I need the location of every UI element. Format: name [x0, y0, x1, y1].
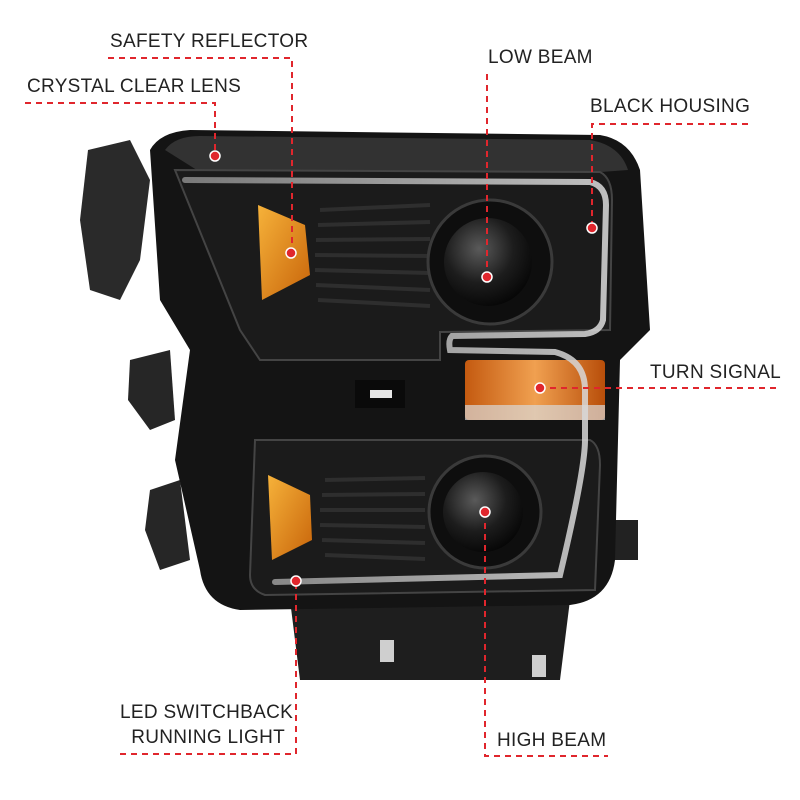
label-led-switchback-running-light: LED SWITCHBACK RUNNING LIGHT	[120, 700, 294, 750]
label-crystal-clear-lens: CRYSTAL CLEAR LENS	[27, 76, 242, 97]
leader-safety-reflector	[108, 57, 293, 252]
leader-high-beam	[484, 512, 608, 757]
leader-crystal-clear-lens	[25, 102, 216, 155]
marker-dot-safety-reflector	[285, 247, 297, 259]
mounting-brackets	[80, 140, 638, 680]
lower-reflector-fins	[319, 476, 426, 561]
led-light-bar	[182, 177, 610, 585]
marker-dot-crystal-clear-lens	[209, 150, 221, 162]
label-high-beam: HIGH BEAM	[497, 730, 607, 751]
marker-dot-low-beam	[481, 271, 493, 283]
marker-dot-black-housing	[586, 222, 598, 234]
marker-dot-turn-signal	[534, 382, 546, 394]
upper-amber-marker	[258, 205, 310, 300]
label-low-beam: LOW BEAM	[488, 47, 593, 68]
label-led-line-1: LED SWITCHBACK	[120, 702, 294, 723]
leader-black-housing	[591, 123, 748, 228]
lower-amber-marker	[268, 475, 312, 560]
label-black-housing: BLACK HOUSING	[590, 96, 751, 117]
label-turn-signal: TURN SIGNAL	[650, 362, 782, 383]
marker-dot-led-switchback	[290, 575, 302, 587]
upper-reflector-fins	[314, 203, 431, 308]
leader-led-switchback	[120, 582, 297, 755]
marker-dot-high-beam	[479, 506, 491, 518]
label-safety-reflector: SAFETY REFLECTOR	[110, 31, 309, 52]
label-led-line-2: RUNNING LIGHT	[131, 727, 285, 748]
clear-lens-top	[165, 136, 628, 175]
